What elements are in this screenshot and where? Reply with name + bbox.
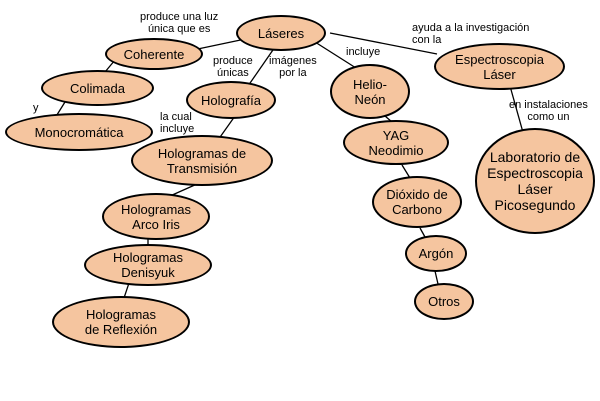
link-label-incluye: incluye — [346, 46, 381, 58]
node-holografia: Holografía — [186, 81, 276, 119]
link-yag-dioxido — [401, 164, 411, 179]
link-label-instalaciones: en instalaciones como un — [509, 99, 588, 123]
node-helio-neon: Helio- Neón — [330, 64, 410, 119]
link-laseres-holografia — [247, 46, 276, 87]
node-hologramas-transmision: Hologramas de Transmisión — [131, 135, 273, 186]
node-monocromatica: Monocromática — [5, 113, 153, 151]
node-espectroscopia-laser: Espectroscopia Láser — [434, 43, 565, 90]
link-argon-otros — [434, 270, 439, 285]
node-hologramas-denisyuk: Hologramas Denisyuk — [84, 244, 212, 286]
link-label-ayuda: ayuda a la investigación con la — [412, 22, 530, 46]
node-argon: Argón — [405, 235, 467, 272]
node-colimada: Colimada — [41, 70, 154, 106]
node-coherente: Coherente — [105, 38, 203, 70]
link-label-produce-luz: produce una luz única que es — [140, 11, 219, 35]
link-laseres-helioneon — [314, 41, 357, 69]
node-yag-neodimio: YAG Neodimio — [343, 120, 449, 165]
link-label-y: y — [33, 102, 39, 114]
link-espectroscopia-laboratorio — [509, 85, 525, 137]
node-otros: Otros — [414, 283, 474, 320]
node-laboratorio-espectroscopia: Laboratorio de Espectroscopia Láser Pico… — [475, 128, 595, 234]
link-label-produce-unicas: produce únicas — [213, 55, 253, 79]
node-hologramas-arco-iris: Hologramas Arco Iris — [102, 193, 210, 240]
link-label-la-cual-incluye: la cual incluye — [160, 111, 195, 135]
node-hologramas-reflexion: Hologramas de Reflexión — [52, 296, 190, 348]
node-dioxido-carbono: Dióxido de Carbono — [372, 176, 462, 228]
link-label-imagenes: imágenes por la — [269, 55, 317, 79]
link-laseres-espectroscopia — [329, 32, 438, 55]
node-laseres: Láseres — [236, 15, 326, 51]
